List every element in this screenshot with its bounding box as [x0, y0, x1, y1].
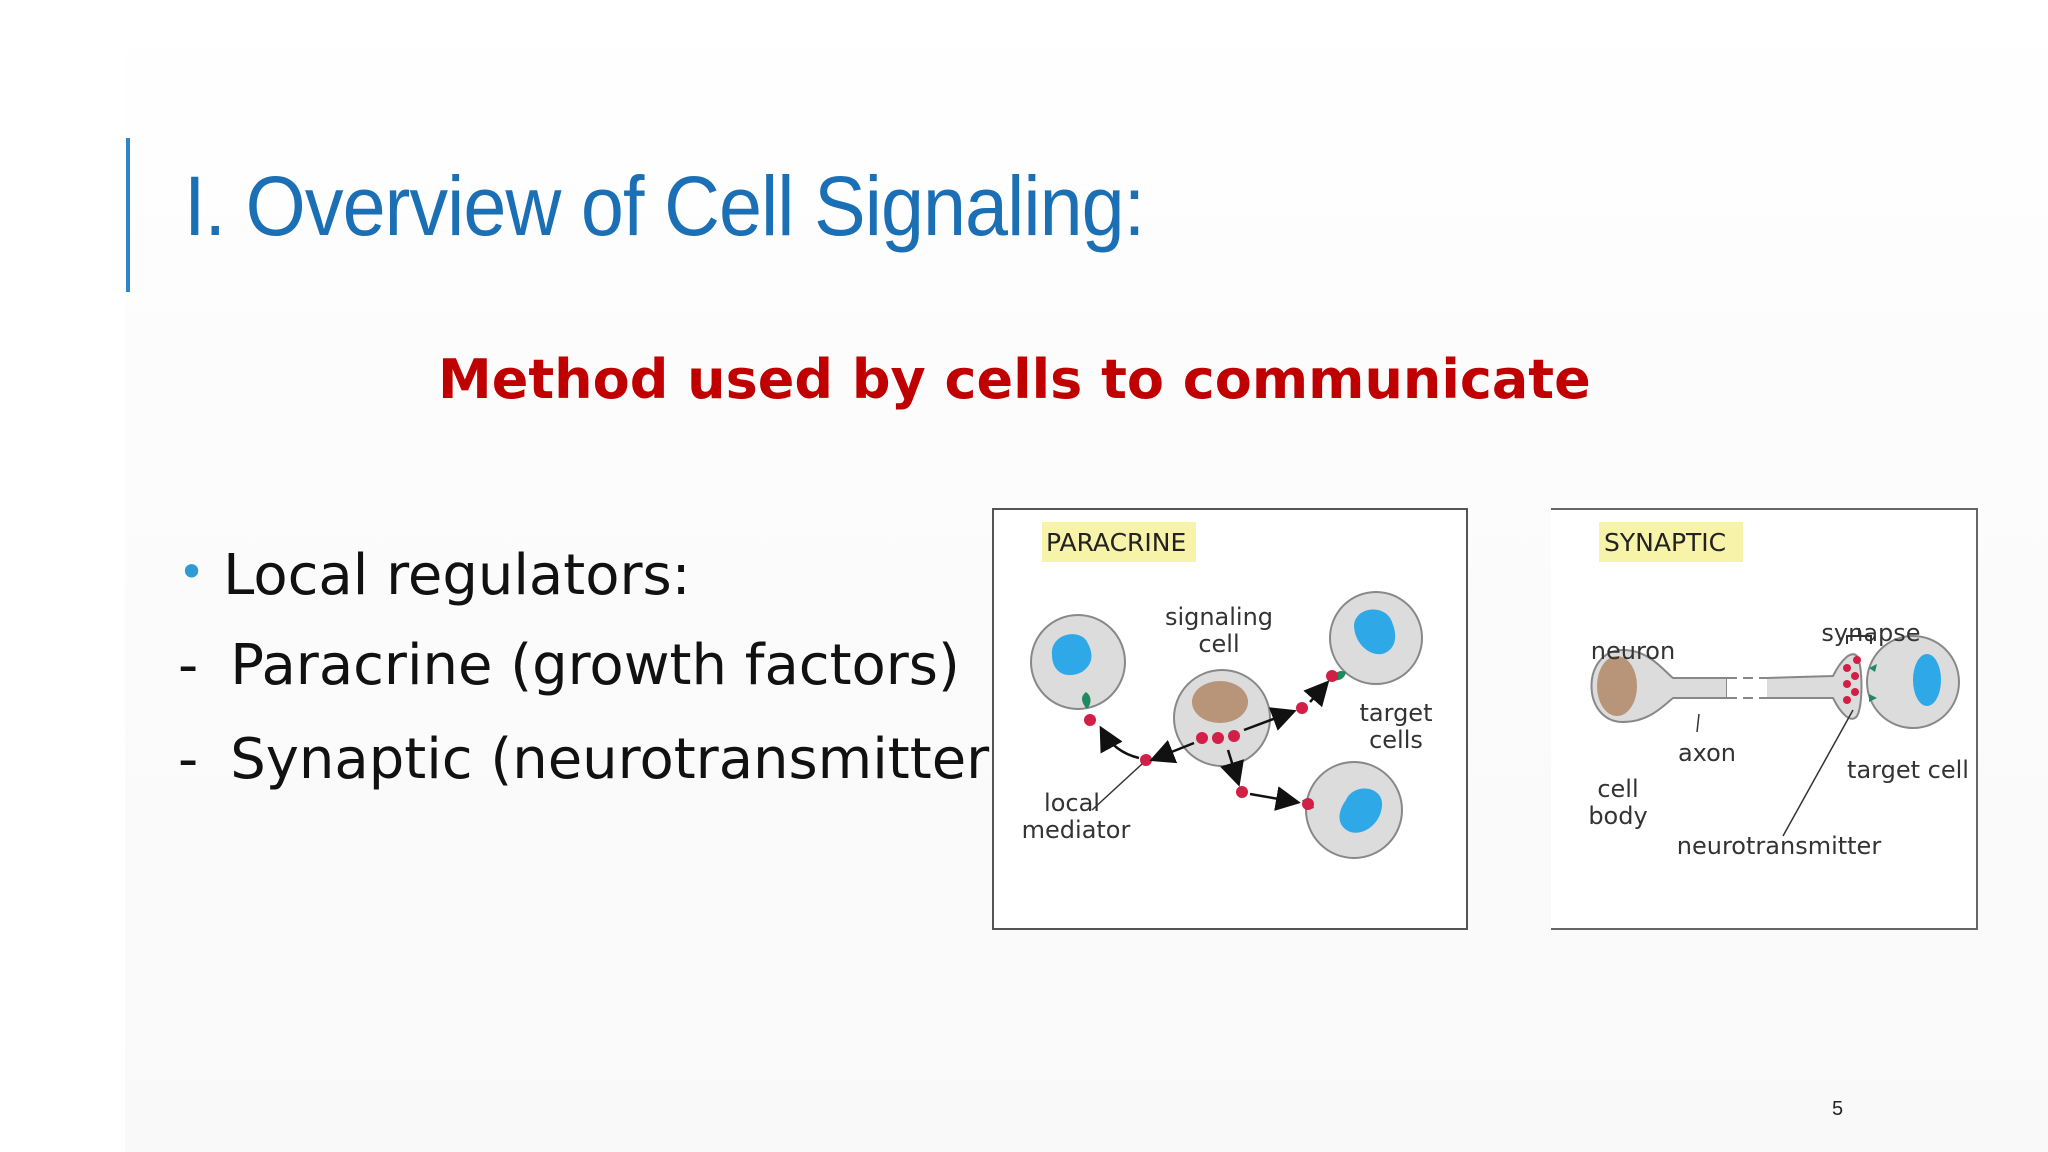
target-cells-label: cells — [1369, 726, 1423, 754]
signaling-cell-label: cell — [1198, 630, 1239, 658]
signaling-cell-label: signaling — [1165, 603, 1273, 631]
neuron-shape — [1590, 648, 1863, 724]
cell-body-label: body — [1588, 802, 1647, 830]
dash-marker: - — [178, 633, 199, 698]
axon-leader-line — [1696, 713, 1700, 733]
slide-subtitle: Method used by cells to communicate — [438, 348, 1591, 411]
neurotransmitter-leader-line — [1782, 709, 1854, 837]
bullet-item-text: Synaptic (neurotransmitter) — [230, 727, 993, 792]
local-mediator-molecules — [1084, 670, 1338, 810]
paracrine-diagram: PARACRINE — [1022, 522, 1433, 859]
synaptic-header-highlight — [1599, 522, 1743, 562]
slide-title: I. Overview of Cell Signaling: — [184, 159, 1145, 253]
page-number: 5 — [1832, 1098, 1844, 1120]
local-mediator-label: mediator — [1022, 816, 1131, 844]
title-accent-bar — [126, 138, 130, 292]
neuron-label: neuron — [1591, 637, 1675, 665]
local-mediator-label: local — [1044, 789, 1100, 817]
target-cells-label: target — [1360, 699, 1433, 727]
neurotransmitter-label: neurotransmitter — [1677, 832, 1882, 860]
bullet-heading: • Local regulators: — [178, 535, 993, 629]
signaling-cell — [1173, 669, 1271, 767]
paracrine-header: PARACRINE — [1046, 528, 1186, 557]
synaptic-diagram: SYNAPTIC — [1588, 522, 1969, 860]
bullet-item: -Paracrine (growth factors) — [178, 629, 993, 723]
receptor-icon — [1869, 664, 1877, 702]
bullet-dot-icon: • — [178, 545, 206, 599]
paracrine-header-highlight — [1042, 522, 1196, 562]
target-cell-bottom-right — [1305, 761, 1403, 859]
bullet-list: • Local regulators: -Paracrine (growth fa… — [178, 535, 993, 817]
synaptic-target-cell-label: target cell — [1847, 756, 1969, 784]
bullet-heading-text: Local regulators: — [223, 543, 691, 608]
bullet-item: -Synaptic (neurotransmitter) — [178, 723, 993, 817]
synapse-label: synapse — [1821, 619, 1920, 647]
receptor-icon — [1082, 692, 1091, 708]
synaptic-figure: SYNAPTIC — [1551, 508, 1978, 930]
synaptic-header: SYNAPTIC — [1604, 528, 1726, 557]
dash-marker: - — [178, 727, 199, 792]
local-mediator-leader-line — [1091, 763, 1143, 811]
axon-label: axon — [1678, 739, 1736, 767]
diffusion-arrows — [1099, 680, 1330, 811]
target-cell-top-right — [1329, 591, 1423, 685]
neurotransmitter-molecules — [1843, 656, 1861, 704]
target-cell-left — [1030, 614, 1126, 710]
synapse-bracket — [1846, 628, 1872, 644]
cell-body-label: cell — [1597, 775, 1638, 803]
synaptic-target-cell — [1866, 635, 1960, 729]
paracrine-figure: PARACRINE — [992, 508, 1468, 930]
bullet-item-text: Paracrine (growth factors) — [230, 633, 960, 698]
